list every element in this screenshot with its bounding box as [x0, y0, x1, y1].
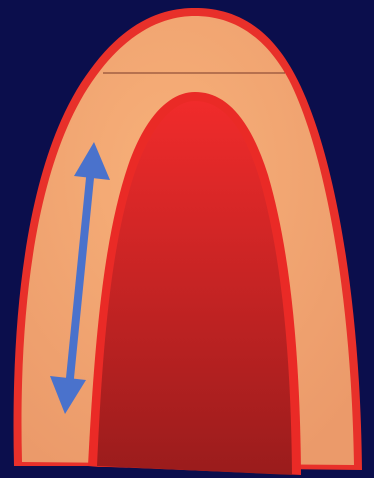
layered-dome-diagram	[0, 0, 374, 478]
diagram-canvas	[0, 0, 374, 478]
